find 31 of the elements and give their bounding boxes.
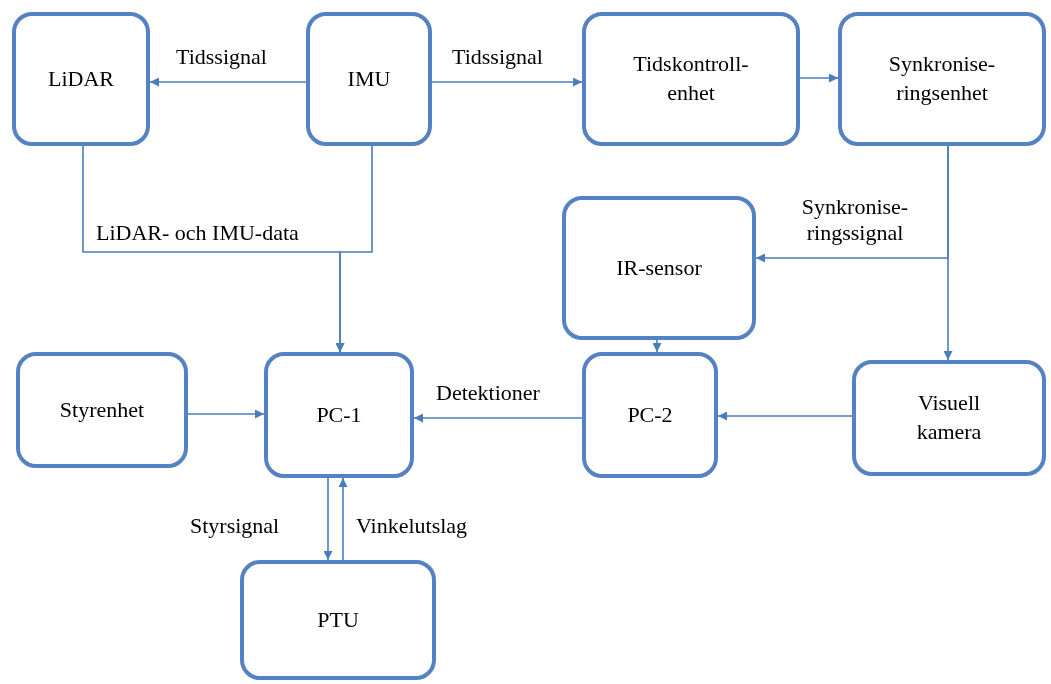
arrow xyxy=(943,145,953,361)
arrow xyxy=(187,409,265,419)
process-box xyxy=(16,352,188,468)
node-label: Styrenhet xyxy=(59,395,145,424)
node-label: IR-sensor xyxy=(616,253,702,282)
arrow xyxy=(652,339,662,353)
node-label: PC-2 xyxy=(627,400,673,429)
arrow xyxy=(338,477,348,561)
node-label: IMU xyxy=(347,64,391,93)
node-label: Tidskontroll- enhet xyxy=(632,50,750,107)
arrow xyxy=(323,477,333,561)
arrow xyxy=(717,411,853,421)
process-box xyxy=(562,196,756,340)
process-box xyxy=(264,352,414,478)
node-label: PTU xyxy=(317,605,359,634)
process-box xyxy=(582,12,800,146)
arrow xyxy=(149,77,307,87)
arrow xyxy=(799,73,839,83)
node-label: LiDAR xyxy=(48,64,114,93)
arrow xyxy=(413,413,583,423)
node-label: PC-1 xyxy=(316,400,362,429)
arrow xyxy=(431,77,583,87)
process-box xyxy=(852,360,1046,476)
process-box xyxy=(240,560,436,680)
process-box xyxy=(838,12,1046,146)
node-label: Visuell kamera xyxy=(915,389,983,446)
process-box xyxy=(582,352,718,478)
arrow xyxy=(335,145,373,353)
node-label: Synkronise- ringsenhet xyxy=(887,50,997,107)
process-box xyxy=(306,12,432,146)
process-box xyxy=(12,12,150,146)
